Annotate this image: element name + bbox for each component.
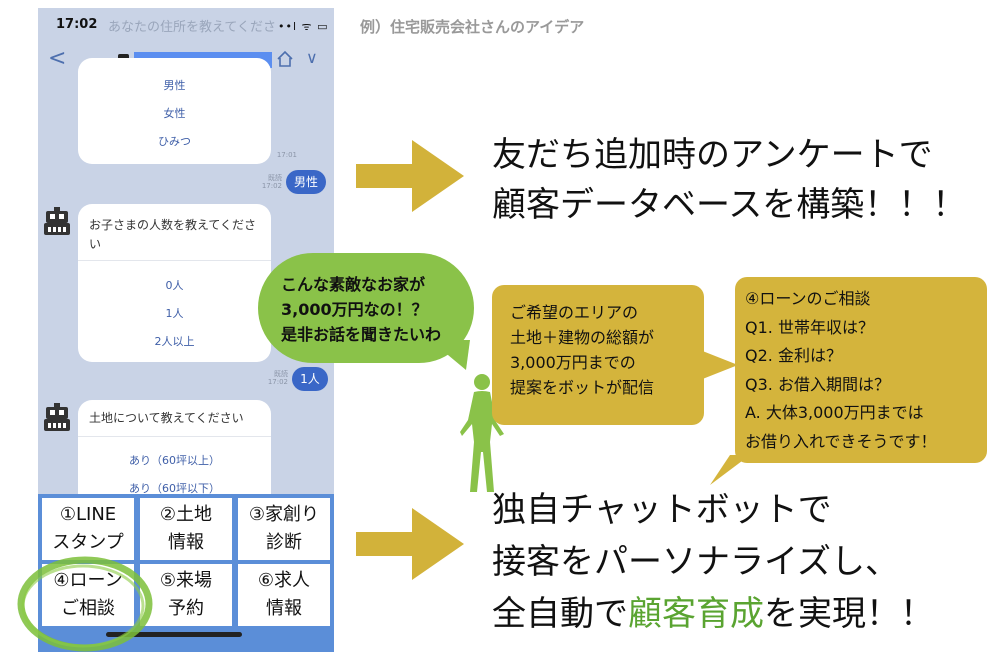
option-land-large[interactable]: あり（60坪以上） (129, 454, 220, 467)
gender-options-bubble: 男性 女性 ひみつ (78, 58, 271, 164)
status-time: 17:02 (56, 17, 98, 32)
bubble-tail (430, 340, 470, 370)
divider (78, 260, 271, 261)
option-0[interactable]: 0人 (165, 279, 184, 292)
timestamp: 17:01 (276, 151, 297, 159)
bubble-tail (700, 350, 738, 380)
option-male[interactable]: 男性 (163, 79, 186, 92)
customer-speech-text: こんな素敵なお家が 3,000万円なの！？ 是非お話を聞きたいわ (281, 275, 442, 344)
home-indicator (106, 632, 242, 637)
example-label: 例）住宅販売会社さんのアイデア (360, 18, 585, 36)
arrow-right-icon (356, 140, 464, 212)
back-icon[interactable]: < (48, 46, 67, 71)
headline-2: 独自チャットボットで 接客をパーソナライズし、 全自動で顧客育成を実現！！ (492, 490, 934, 634)
status-bar: あなたの住所を教えてくださ 17:02 ••l ᯤ ▭ (38, 8, 334, 42)
bubble-tail (710, 455, 750, 485)
menu-recruitment[interactable]: ⑥求人情報 (238, 564, 330, 626)
chevron-down-icon[interactable]: ∨ (306, 48, 318, 67)
option-female[interactable]: 女性 (163, 107, 186, 120)
loan-consult-text: ④ローンのご相談 Q1. 世帯年収は？ Q2. 金利は？ Q3. お借入期間は？… (745, 289, 937, 451)
option-1[interactable]: 1人 (165, 307, 184, 320)
signal-icons: ••l ᯤ ▭ (278, 20, 329, 33)
option-2plus[interactable]: 2人以上 (154, 335, 195, 348)
option-land-small[interactable]: あり（60坪以下） (129, 482, 220, 495)
question-text: お子さまの人数を教えてください (89, 218, 257, 251)
ghost-text: あなたの住所を教えてくださ (108, 20, 276, 35)
loan-consult-bubble (735, 277, 987, 463)
bot-avatar-icon (44, 207, 70, 235)
divider (78, 436, 271, 437)
menu-land-info[interactable]: ②土地情報 (140, 498, 232, 560)
arrow-right-icon (356, 508, 464, 580)
sent-message: 男性 (286, 170, 326, 194)
option-secret[interactable]: ひみつ (158, 135, 191, 148)
menu-visit-reservation[interactable]: ⑤来場予約 (140, 564, 232, 626)
bot-avatar-icon (44, 403, 70, 431)
highlight-circle-icon (17, 556, 153, 652)
kids-question-bubble: お子さまの人数を教えてください 0人 1人 2人以上 (78, 204, 271, 362)
sent-message: 1人 (292, 367, 328, 391)
bot-proposal-bubble (492, 285, 704, 425)
headline-1: 友だち追加時のアンケートで 顧客データベースを構築！！！ (492, 135, 967, 225)
question-text: 土地について教えてください (89, 411, 244, 425)
home-icon[interactable] (276, 50, 294, 68)
menu-house-diagnosis[interactable]: ③家創り診断 (238, 498, 330, 560)
bot-proposal-text: ご希望のエリアの 土地＋建物の総額が 3,000万円までの 提案をボットが配信 (510, 303, 655, 397)
